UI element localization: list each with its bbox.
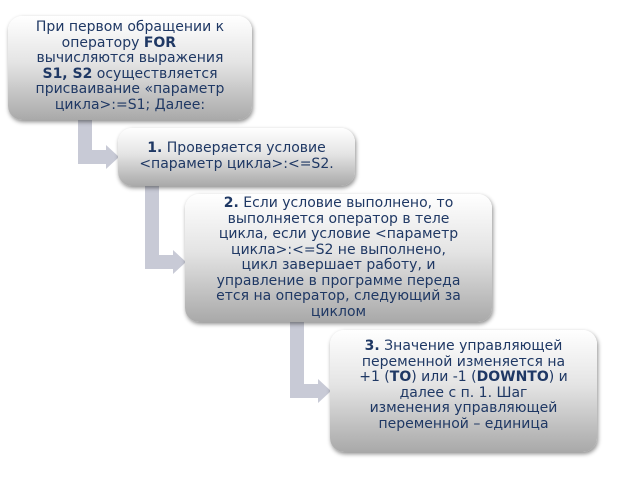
text-line: +1 (TO) или -1 (DOWNTO) и — [330, 369, 597, 386]
text-line: выполняется оператор в теле — [227, 210, 450, 227]
step-0-box: При первом обращении к оператору FOR выч… — [8, 16, 252, 120]
keyword-to: TO — [389, 369, 412, 385]
connector-arrow-3 — [290, 320, 304, 398]
text-line: присваивание «параметр — [35, 81, 225, 97]
connector-arrow-3-h — [290, 384, 318, 398]
text-line: изменения управляющей — [369, 400, 558, 416]
text-line: цикла>:=S1; Далее: — [54, 96, 206, 113]
connector-arrow-2 — [145, 184, 159, 269]
arrow-head-icon — [173, 250, 186, 274]
keyword-downto: DOWNTO — [476, 369, 549, 385]
step-number: 3. — [364, 338, 380, 354]
step-3-box: 3. Значение управляющей переменной измен… — [330, 330, 597, 452]
text-line: цикл завершает работу, и — [241, 257, 436, 273]
text-line: вычисляются выражения — [36, 50, 224, 66]
text-line: переменной – единица — [378, 415, 549, 432]
keyword-s1-s2: S1, S2 — [42, 65, 93, 82]
text-line: циклом — [310, 303, 367, 320]
text: Значение управляющей — [379, 338, 563, 354]
text: Если условие выполнено, то — [238, 195, 454, 211]
arrow-head-icon — [318, 379, 331, 403]
text-line: переменной изменяется на — [361, 353, 566, 370]
text-line: управление в программе переда — [216, 272, 461, 289]
step-number: 1. — [147, 140, 163, 156]
text-line: цикла, если условие <параметр — [218, 226, 459, 242]
text: осуществляется — [92, 65, 218, 82]
text-line: S1, S2 осуществляется — [8, 65, 252, 83]
text-line: <параметр цикла>:<=S2. — [139, 155, 334, 172]
text: оператору — [61, 34, 144, 51]
text-line: 1. Проверяется условие — [118, 140, 355, 157]
text-line: 3. Значение управляющей — [330, 338, 597, 355]
arrow-head-icon — [106, 145, 119, 169]
text-line: ется на оператор, следующий за — [216, 288, 461, 304]
keyword-for: FOR — [143, 34, 177, 51]
step-2-box: 2. Если условие выполнено, то выполняетс… — [185, 194, 492, 322]
connector-arrow-2-h — [145, 255, 173, 269]
step-1-box: 1. Проверяется условие <параметр цикла>:… — [118, 128, 355, 186]
text-line: При первом обращении к — [35, 19, 225, 35]
step-number: 2. — [223, 195, 239, 211]
text: ) или -1 ( — [411, 369, 477, 385]
text-line: цикла>:<=S2 не выполнено, — [231, 241, 446, 258]
text-line: оператору FOR — [8, 34, 252, 52]
connector-arrow-1-h — [78, 150, 106, 164]
text-line: далее с п. 1. Шаг — [399, 384, 528, 401]
text: +1 ( — [359, 369, 390, 385]
text: Проверяется условие — [162, 140, 326, 156]
text: ) и — [548, 369, 568, 385]
text-line: 2. Если условие выполнено, то — [185, 195, 492, 212]
